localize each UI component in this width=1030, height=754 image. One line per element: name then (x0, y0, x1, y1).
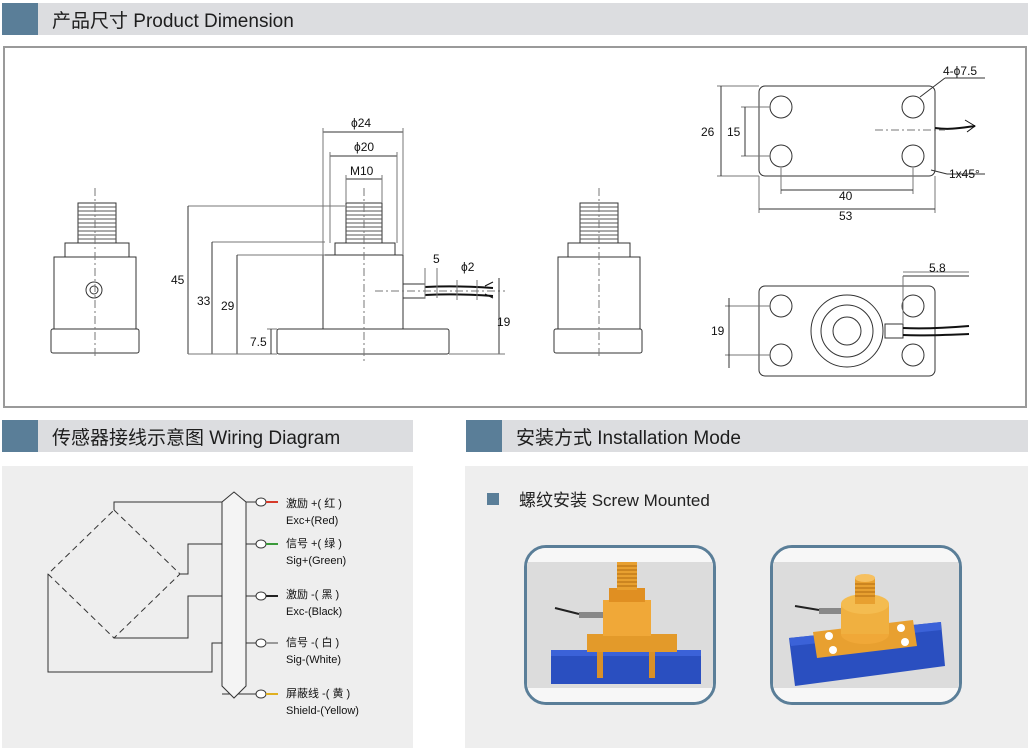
bridge-diamond (47, 509, 181, 639)
label-m10: M10 (350, 164, 374, 178)
dimension-labels: ϕ24 ϕ20 M10 45 33 29 7.5 5 ϕ2 19 4-ϕ7.5 … (171, 64, 980, 349)
label-53: 53 (839, 209, 853, 223)
section-marker (2, 3, 38, 35)
wire-label-shield: 屏蔽线 -( 黄 ) Shield-(Yellow) (286, 686, 359, 720)
front-view-left (50, 188, 140, 358)
bullet-square-icon (487, 492, 499, 505)
screw-mount-iso-render (773, 548, 959, 702)
wire-label-cn: 激励 +( 红 ) (286, 498, 342, 510)
label-19-side: 19 (497, 315, 511, 329)
wire-label-en: Sig-(White) (286, 654, 342, 666)
wire-label-cn: 信号 +( 绿 ) (286, 538, 342, 550)
side-view-center (187, 128, 505, 363)
dimension-drawing-panel: ϕ24 ϕ20 M10 45 33 29 7.5 5 ϕ2 19 4-ϕ7.5 … (3, 46, 1027, 408)
label-4-phi7-5: 4-ϕ7.5 (943, 64, 977, 78)
label-phi24: ϕ24 (351, 116, 371, 130)
wiring-diagram-panel: 激励 +( 红 ) Exc+(Red) 信号 +( 绿 ) Sig+(Green… (2, 466, 413, 748)
wire-label-sig-plus: 信号 +( 绿 ) Sig+(Green) (286, 536, 346, 570)
install-photo-front (524, 545, 716, 705)
label-45: 45 (171, 273, 185, 287)
installation-panel: 螺纹安装 Screw Mounted (465, 466, 1028, 748)
dimension-drawing: ϕ24 ϕ20 M10 45 33 29 7.5 5 ϕ2 19 4-ϕ7.5 … (50, 64, 985, 377)
section-marker (2, 420, 38, 452)
screw-mount-front-render (527, 548, 713, 702)
wire-label-en: Shield-(Yellow) (286, 705, 359, 717)
install-photo-iso (770, 545, 962, 705)
section-header-install: 安装方式 Installation Mode (466, 420, 1028, 452)
label-5: 5 (433, 252, 440, 266)
wire-label-cn: 激励 -( 黑 ) (286, 589, 340, 601)
section-title-install: 安装方式 Installation Mode (516, 427, 741, 449)
section-title-wiring: 传感器接线示意图 Wiring Diagram (52, 427, 341, 449)
label-7-5: 7.5 (250, 335, 267, 349)
label-phi20: ϕ20 (354, 140, 374, 154)
wire-label-exc-minus: 激励 -( 黑 ) Exc-(Black) (286, 587, 342, 621)
label-phi2: ϕ2 (461, 260, 475, 274)
label-5-8: 5.8 (929, 261, 946, 275)
wire-label-cn: 信号 -( 白 ) (286, 637, 340, 649)
label-29: 29 (221, 299, 235, 313)
label-15: 15 (727, 125, 741, 139)
screw-mounted-heading: 螺纹安装 Screw Mounted (487, 486, 710, 511)
wiring-diagram (47, 491, 278, 699)
section-header-dimension: 产品尺寸 Product Dimension (2, 3, 1028, 35)
wire-label-en: Sig+(Green) (286, 555, 347, 567)
section-marker (466, 420, 502, 452)
plan-view-top (717, 77, 985, 213)
screw-mounted-title: 螺纹安装 Screw Mounted (519, 491, 710, 510)
label-19-bottom: 19 (711, 324, 725, 338)
back-view-right (553, 188, 643, 358)
wire-label-cn: 屏蔽线 -( 黄 ) (286, 688, 351, 700)
wire-label-sig-minus: 信号 -( 白 ) Sig-(White) (286, 635, 341, 669)
label-40: 40 (839, 189, 853, 203)
wire-label-exc-plus: 激励 +( 红 ) Exc+(Red) (286, 496, 342, 530)
plan-view-bottom (725, 271, 970, 377)
wire-terminals (255, 497, 278, 699)
wire-label-en: Exc-(Black) (286, 606, 343, 618)
section-title-dimension: 产品尺寸 Product Dimension (52, 10, 294, 32)
section-header-wiring: 传感器接线示意图 Wiring Diagram (2, 420, 413, 452)
label-1x45: 1x45° (949, 167, 980, 181)
label-26: 26 (701, 125, 715, 139)
wire-label-en: Exc+(Red) (286, 515, 339, 527)
label-33: 33 (197, 294, 211, 308)
